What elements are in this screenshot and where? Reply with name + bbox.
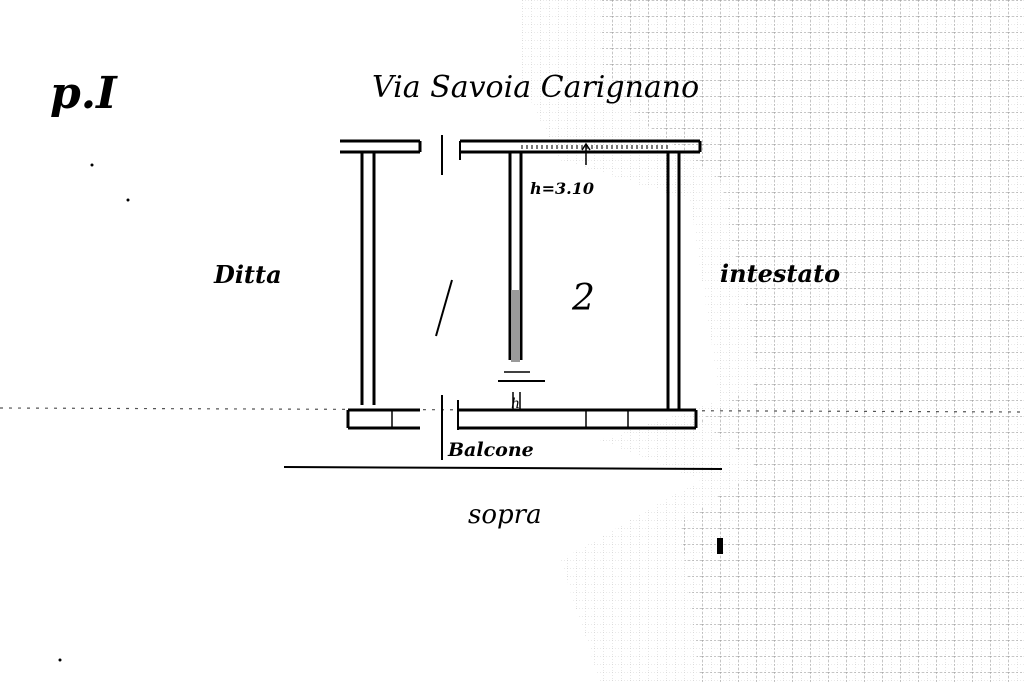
hatch-mark-label: h [511, 396, 520, 412]
margin-dot-2 [126, 198, 130, 202]
right-neighbor-label: intestato [720, 259, 840, 288]
ink-blot [717, 538, 723, 554]
hearth-symbol [498, 371, 545, 410]
height-arrow [581, 142, 591, 165]
margin-dot-3 [58, 658, 62, 662]
below-street-label: sopra [468, 500, 542, 530]
margin-dot-1 [90, 163, 94, 167]
left-neighbor-label: Ditta [213, 260, 282, 289]
street-label: Via Savoia Carignano [372, 70, 699, 105]
room-2-label: 2 [571, 278, 595, 319]
height-note: h=3.10 [530, 179, 594, 198]
graph-paper-grid [520, 0, 1024, 682]
floor-plan-walls [340, 135, 702, 460]
balcony-label: Balcone [447, 439, 534, 461]
room-1-stroke [435, 279, 453, 337]
street-ground-line [283, 466, 723, 470]
sheet-reference: p.I [50, 68, 118, 119]
flue-shading [511, 290, 520, 362]
